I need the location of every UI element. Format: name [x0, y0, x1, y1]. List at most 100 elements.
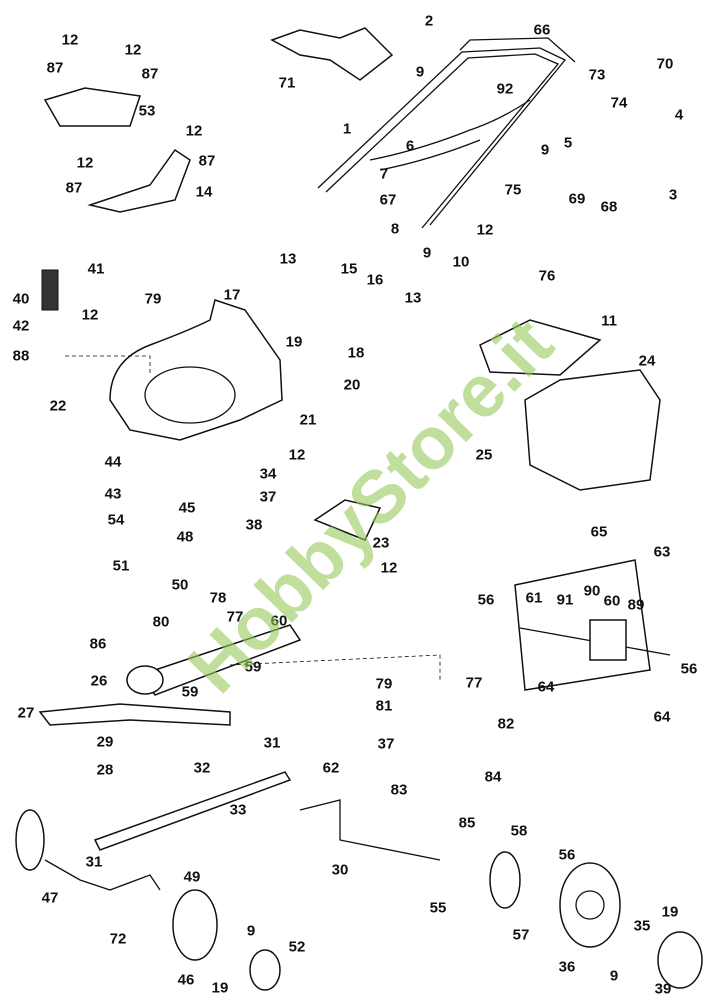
part-number-label: 38: [245, 516, 263, 534]
wheel-front-right: [172, 889, 218, 961]
part-number-label: 17: [223, 286, 241, 304]
blade: [38, 703, 231, 726]
part-number-label: 19: [211, 979, 229, 997]
bracket-14: [87, 148, 191, 213]
part-number-label: 42: [12, 317, 30, 335]
part-number-label: 12: [76, 154, 94, 172]
drive-gear: [489, 851, 521, 909]
part-number-label: 58: [510, 822, 528, 840]
part-number-label: 55: [429, 899, 447, 917]
part-number-label: 36: [558, 958, 576, 976]
part-number-label: 25: [475, 446, 493, 464]
part-number-label: 61: [525, 589, 543, 607]
hubcap-rear: [657, 931, 703, 989]
part-number-label: 63: [653, 543, 671, 561]
part-number-label: 12: [124, 41, 142, 59]
part-number-label: 60: [603, 592, 621, 610]
grass-bag: [524, 369, 661, 491]
part-number-label: 37: [377, 735, 395, 753]
handle-cover: [270, 27, 394, 81]
part-number-label: 77: [465, 674, 483, 692]
part-number-label: 19: [285, 333, 303, 351]
part-number-label: 56: [477, 591, 495, 609]
part-number-label: 79: [144, 290, 162, 308]
part-number-label: 62: [322, 759, 340, 777]
part-number-label: 73: [588, 66, 606, 84]
part-number-label: 35: [633, 917, 651, 935]
part-number-label: 2: [424, 12, 434, 30]
part-number-label: 66: [533, 21, 551, 39]
part-number-label: 64: [537, 678, 555, 696]
part-number-label: 87: [46, 59, 64, 77]
part-number-label: 87: [198, 152, 216, 170]
part-number-label: 75: [504, 181, 522, 199]
hubcap-front: [249, 949, 281, 991]
part-number-label: 89: [627, 596, 645, 614]
part-number-label: 12: [288, 446, 306, 464]
part-number-label: 52: [288, 938, 306, 956]
part-number-label: 84: [484, 768, 502, 786]
part-number-label: 8: [390, 220, 400, 238]
part-number-label: 44: [104, 453, 122, 471]
part-number-label: 32: [193, 759, 211, 777]
part-number-label: 39: [654, 980, 672, 998]
part-number-label: 1: [342, 120, 352, 138]
part-number-label: 7: [379, 165, 389, 183]
height-adjust-rod: [299, 799, 441, 861]
part-number-label: 80: [152, 613, 170, 631]
part-number-label: 53: [138, 102, 156, 120]
part-number-label: 13: [404, 289, 422, 307]
wheel-rear: [559, 862, 621, 948]
part-number-label: 87: [65, 179, 83, 197]
part-number-label: 23: [372, 534, 390, 552]
engine-adapter: [41, 269, 59, 311]
part-number-label: 54: [107, 511, 125, 529]
part-number-label: 22: [49, 397, 67, 415]
part-number-label: 12: [61, 31, 79, 49]
part-number-label: 24: [638, 352, 656, 370]
part-number-label: 71: [278, 74, 296, 92]
part-number-label: 13: [279, 250, 297, 268]
part-number-label: 16: [366, 271, 384, 289]
part-number-label: 31: [263, 734, 281, 752]
part-number-label: 64: [653, 708, 671, 726]
part-number-label: 43: [104, 485, 122, 503]
part-number-label: 51: [112, 557, 130, 575]
front-axle: [44, 859, 161, 891]
part-number-label: 67: [379, 191, 397, 209]
part-number-label: 12: [185, 122, 203, 140]
part-number-label: 83: [390, 781, 408, 799]
part-number-label: 81: [375, 697, 393, 715]
part-number-label: 56: [680, 660, 698, 678]
part-number-label: 31: [85, 853, 103, 871]
part-number-label: 49: [183, 868, 201, 886]
chute-plate: [313, 499, 382, 541]
part-number-label: 29: [96, 733, 114, 751]
part-number-label: 15: [340, 260, 358, 278]
rear-axle: [93, 771, 292, 851]
gearbox: [589, 619, 627, 661]
part-number-label: 34: [259, 465, 277, 483]
part-number-label: 9: [415, 63, 425, 81]
part-number-label: 40: [12, 290, 30, 308]
part-number-label: 79: [375, 675, 393, 693]
part-number-label: 28: [96, 761, 114, 779]
part-number-label: 72: [109, 930, 127, 948]
part-number-label: 21: [299, 411, 317, 429]
part-number-label: 19: [661, 903, 679, 921]
part-number-label: 33: [229, 801, 247, 819]
rear-flap: [43, 87, 141, 127]
gearbox-frame: [514, 559, 651, 691]
part-number-label: 10: [452, 253, 470, 271]
part-number-label: 60: [270, 612, 288, 630]
part-number-label: 76: [538, 267, 556, 285]
part-number-label: 9: [609, 967, 619, 985]
part-number-label: 82: [497, 715, 515, 733]
part-number-label: 37: [259, 488, 277, 506]
part-number-label: 91: [556, 591, 574, 609]
part-number-label: 69: [568, 190, 586, 208]
part-number-label: 30: [331, 861, 349, 879]
part-number-label: 3: [668, 186, 678, 204]
part-number-label: 9: [422, 244, 432, 262]
